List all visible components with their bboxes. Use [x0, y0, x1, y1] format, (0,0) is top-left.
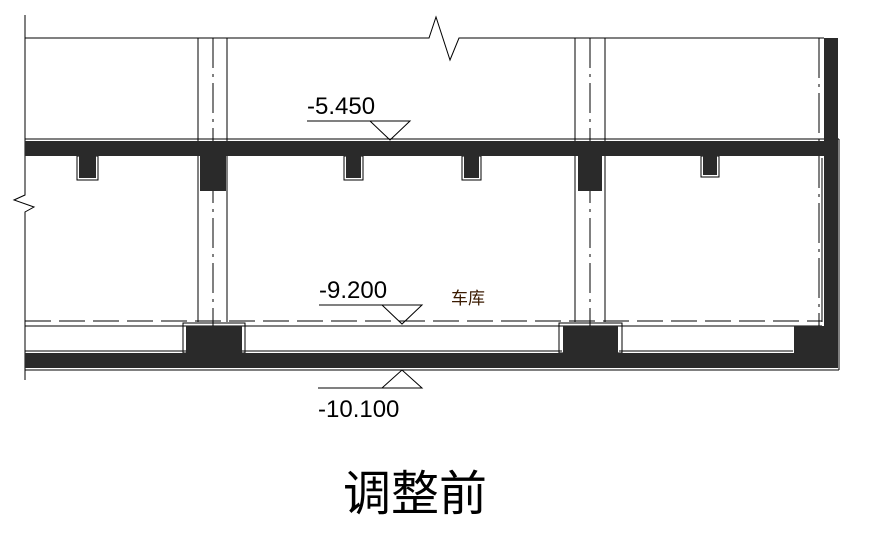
right-wall	[824, 38, 838, 368]
bottom-slab	[25, 353, 838, 368]
beam	[346, 156, 361, 178]
top-boundary-line	[25, 15, 824, 62]
elevation-top-label: -5.450	[307, 93, 375, 120]
drawing-caption: 调整前	[343, 466, 487, 522]
elevation-marker-icon	[307, 120, 412, 141]
elevation-marker-icon	[319, 304, 424, 325]
beam	[703, 156, 717, 175]
column-head	[578, 156, 602, 191]
column-head	[200, 156, 226, 191]
pit-thickening	[794, 326, 824, 353]
beam	[464, 156, 479, 178]
room-label: 车库	[451, 289, 485, 308]
pit-thickening	[186, 326, 242, 353]
top-slab	[25, 141, 838, 156]
pit-thickening	[563, 326, 618, 353]
beam	[79, 156, 96, 178]
elevation-bottom-label: -10.100	[318, 396, 399, 423]
left-boundary-line	[12, 15, 36, 380]
elevation-mid-label: -9.200	[319, 277, 387, 304]
elevation-marker-icon	[318, 369, 424, 389]
